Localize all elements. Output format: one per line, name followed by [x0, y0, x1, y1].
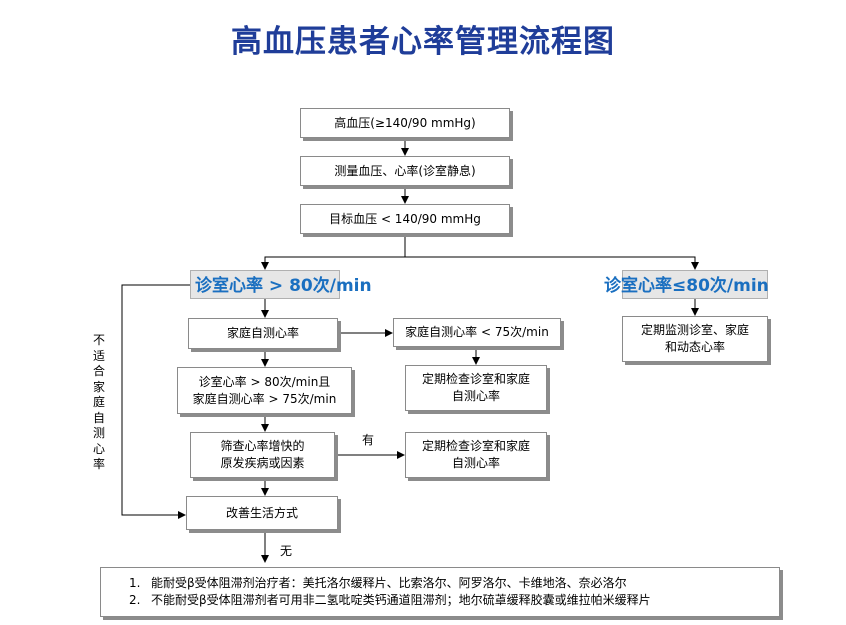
monitor-box: 定期监测诊室、家庭 和动态心率 — [622, 316, 768, 362]
periodic-check-2-line1: 定期检查诊室和家庭 — [421, 439, 530, 453]
treatment-item-text: 能耐受β受体阻滞剂治疗者：美托洛尔缓释片、比索洛尔、阿罗洛尔、卡维地洛、奈必洛尔 — [151, 576, 627, 590]
treatment-item-number: 2. — [129, 593, 141, 607]
label-yes: 有 — [362, 433, 375, 447]
screen-box: 筛查心率增快的 原发疾病或因素 — [190, 432, 335, 478]
arrow-target-to-high — [261, 234, 406, 270]
periodic-check-box-2: 定期检查诊室和家庭 自测心率 — [405, 432, 547, 478]
monitor-line1: 定期监测诊室、家庭 — [640, 323, 749, 337]
treatment-item-text: 不能耐受β受体阻滞剂者可用非二氢吡啶类钙通道阻滞剂；地尔硫䓬缓释胶囊或维拉帕米缓… — [151, 593, 651, 607]
treatment-item-number: 1. — [129, 576, 141, 590]
treatment-list: 1. 能耐受β受体阻滞剂治疗者：美托洛尔缓释片、比索洛尔、阿罗洛尔、卡维地洛、奈必… — [100, 567, 780, 617]
not-suitable-char: 合 — [92, 364, 105, 378]
arrow-not-suitable-loop — [121, 284, 190, 519]
periodic-check-2-line2: 自测心率 — [451, 456, 500, 470]
home-monitor-box: 家庭自测心率 — [188, 318, 338, 349]
step-target-label: 目标血压 < 140/90 mmHg — [329, 211, 481, 226]
screen-line1: 筛查心率增快的 — [220, 439, 305, 453]
periodic-check-1-line2: 自测心率 — [451, 389, 500, 403]
not-suitable-char: 测 — [92, 426, 105, 440]
lifestyle-box: 改善生活方式 — [186, 496, 338, 530]
screen-line2: 原发疾病或因素 — [220, 456, 305, 470]
label-no: 无 — [280, 544, 293, 558]
branch-high: 诊室心率 > 80次/min — [195, 276, 372, 296]
condition-line1: 诊室心率 > 80次/min且 — [198, 374, 331, 389]
step-measure-label: 测量血压、心率(诊室静息) — [334, 163, 476, 178]
branch-low: 诊室心率≤80次/min — [604, 276, 769, 296]
not-suitable-char: 率 — [92, 457, 105, 471]
step-hypertension-label: 高血压(≥140/90 mmHg) — [334, 115, 476, 130]
condition-box: 诊室心率 > 80次/min且 家庭自测心率 > 75次/min — [177, 367, 352, 414]
step-hypertension: 高血压(≥140/90 mmHg) — [300, 108, 510, 138]
condition-line2: 家庭自测心率 > 75次/min — [192, 391, 337, 406]
step-measure: 测量血压、心率(诊室静息) — [300, 156, 510, 186]
arrow-target-to-low — [405, 256, 699, 270]
not-suitable-char: 不 — [92, 333, 105, 347]
not-suitable-char: 自 — [92, 410, 105, 425]
monitor-line2: 和动态心率 — [664, 340, 725, 354]
lifestyle-label: 改善生活方式 — [225, 505, 298, 520]
home-low-box: 家庭自测心率 < 75次/min — [393, 318, 561, 347]
not-suitable-char: 适 — [92, 348, 105, 363]
branch-high-bg — [190, 270, 340, 299]
branch-low-bg — [622, 270, 768, 299]
home-low-label: 家庭自测心率 < 75次/min — [405, 325, 549, 339]
periodic-check-box-1: 定期检查诊室和家庭 自测心率 — [405, 365, 547, 411]
home-monitor-label: 家庭自测心率 — [226, 326, 299, 340]
not-suitable-char: 心 — [92, 441, 105, 456]
not-suitable-char: 庭 — [92, 395, 105, 409]
page-title: 高血压患者心率管理流程图 — [231, 24, 615, 60]
treatment-item: 1. 能耐受β受体阻滞剂治疗者：美托洛尔缓释片、比索洛尔、阿罗洛尔、卡维地洛、奈必… — [129, 575, 779, 592]
step-target: 目标血压 < 140/90 mmHg — [300, 204, 510, 234]
periodic-check-1-line1: 定期检查诊室和家庭 — [421, 372, 530, 386]
treatment-item: 2. 不能耐受β受体阻滞剂者可用非二氢吡啶类钙通道阻滞剂；地尔硫䓬缓释胶囊或维拉帕… — [129, 592, 779, 609]
not-suitable-char: 家 — [92, 379, 105, 394]
not-suitable-label: 不 适 合 家 庭 自 测 心 率 — [92, 333, 106, 473]
